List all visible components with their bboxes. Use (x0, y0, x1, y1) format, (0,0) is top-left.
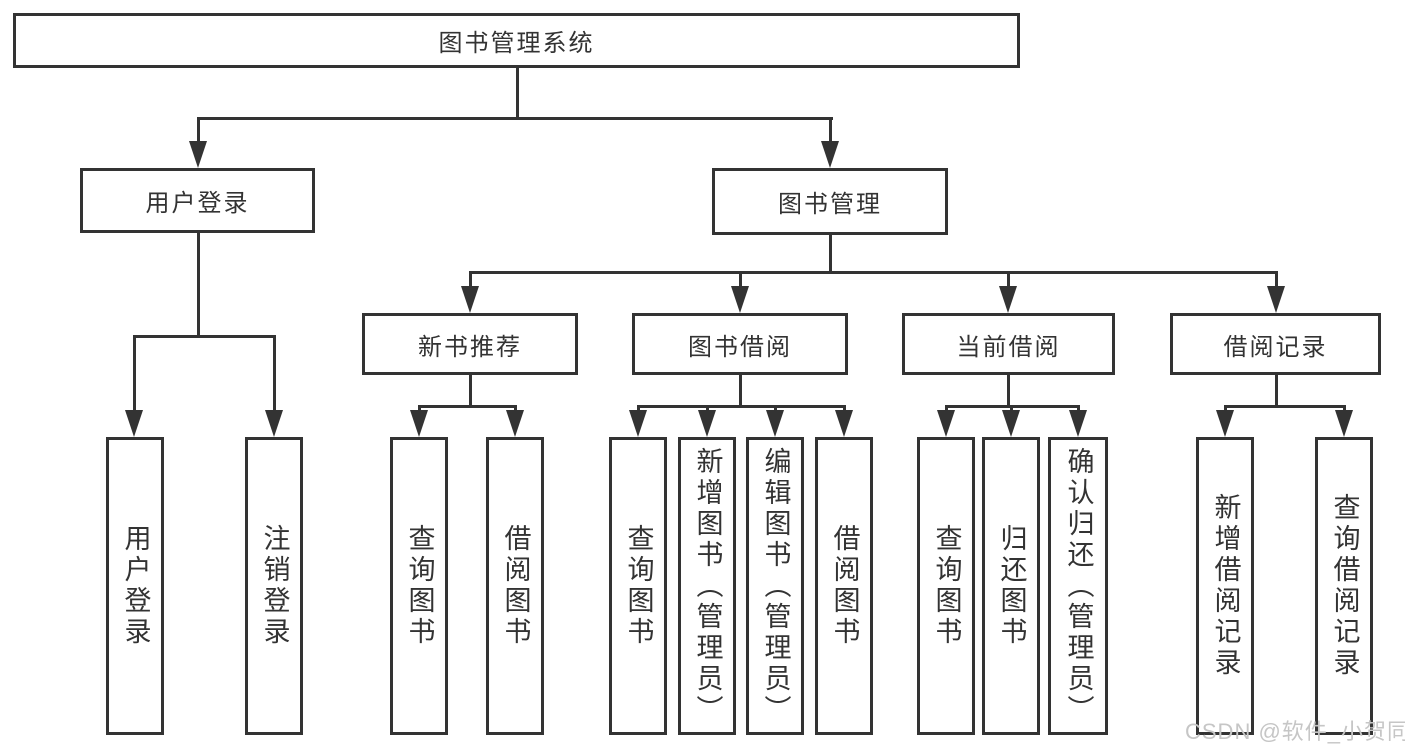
connector-line (133, 335, 276, 338)
arrow-down-icon (189, 141, 207, 168)
watermark: CSDN @软件_小贺同学 (1185, 719, 1405, 744)
arrow-down-icon (1335, 410, 1353, 437)
leaf-current-confirm-return-admin-label: 确认归还（管理员） (1063, 446, 1094, 726)
connector-line (829, 119, 832, 145)
connector-line (829, 234, 832, 274)
node-book-borrow: 图书借阅 (632, 313, 848, 375)
leaf-recommend-query-books: 查询图书 (390, 437, 448, 735)
arrow-down-icon (1002, 410, 1020, 437)
arrow-down-icon (835, 410, 853, 437)
connector-line (469, 271, 1278, 274)
leaf-current-confirm-return-admin: 确认归还（管理员） (1048, 437, 1108, 735)
node-user-login: 用户登录 (80, 168, 315, 233)
node-book-management: 图书管理 (712, 168, 948, 235)
arrow-down-icon (937, 410, 955, 437)
node-current-borrow-label: 当前借阅 (956, 333, 1061, 361)
leaf-borrow-add-books-admin-label: 新增图书（管理员） (692, 446, 723, 726)
leaf-borrow-add-books-admin: 新增图书（管理员） (678, 437, 736, 735)
leaf-logout: 注销登录 (245, 437, 303, 735)
arrow-down-icon (629, 410, 647, 437)
connector-line (1007, 273, 1010, 289)
node-new-book-recommend: 新书推荐 (362, 313, 578, 375)
leaf-current-query-books: 查询图书 (917, 437, 975, 735)
leaf-current-return-books: 归还图书 (982, 437, 1040, 735)
connector-line (273, 337, 276, 414)
leaf-record-query-label: 查询借阅记录 (1329, 493, 1360, 679)
arrow-down-icon (1069, 410, 1087, 437)
node-root-label: 图书管理系统 (438, 30, 595, 57)
connector-line (197, 117, 833, 120)
connector-line (1275, 374, 1278, 407)
leaf-borrow-query-books-label: 查询图书 (623, 524, 654, 648)
arrow-down-icon (1216, 410, 1234, 437)
arrow-down-icon (410, 410, 428, 437)
node-borrow-record: 借阅记录 (1170, 313, 1381, 375)
connector-line (739, 374, 742, 407)
node-new-book-recommend-label: 新书推荐 (418, 333, 522, 361)
leaf-record-add: 新增借阅记录 (1196, 437, 1254, 735)
leaf-recommend-borrow-books-label: 借阅图书 (500, 524, 531, 648)
arrow-down-icon (265, 410, 283, 437)
connector-line (1007, 374, 1010, 407)
connector-line (516, 67, 519, 119)
node-borrow-record-label: 借阅记录 (1223, 333, 1328, 361)
leaf-current-return-books-label: 归还图书 (996, 524, 1027, 648)
arrow-down-icon (461, 286, 479, 313)
connector-line (133, 337, 136, 414)
leaf-borrow-borrow-books: 借阅图书 (815, 437, 873, 735)
connector-line (469, 273, 472, 289)
leaf-current-query-books-label: 查询图书 (931, 524, 962, 648)
arrow-down-icon (1267, 286, 1285, 313)
connector-line (197, 231, 200, 338)
connector-line (1275, 273, 1278, 289)
leaf-user-login: 用户登录 (106, 437, 164, 735)
leaf-record-query: 查询借阅记录 (1315, 437, 1373, 735)
arrow-down-icon (125, 410, 143, 437)
leaf-borrow-edit-books-admin-label: 编辑图书（管理员） (760, 446, 791, 726)
connector-line (1224, 405, 1346, 408)
leaf-recommend-query-books-label: 查询图书 (404, 524, 435, 648)
node-book-management-label: 图书管理 (778, 191, 882, 218)
arrow-down-icon (731, 286, 749, 313)
leaf-record-add-label: 新增借阅记录 (1210, 493, 1241, 679)
connector-line (637, 405, 846, 408)
connector-line (469, 374, 472, 407)
leaf-recommend-borrow-books: 借阅图书 (486, 437, 544, 735)
arrow-down-icon (766, 410, 784, 437)
arrow-down-icon (698, 410, 716, 437)
arrow-down-icon (821, 141, 839, 168)
leaf-user-login-label: 用户登录 (120, 524, 151, 648)
node-current-borrow: 当前借阅 (902, 313, 1115, 375)
arrow-down-icon (999, 286, 1017, 313)
node-user-login-label: 用户登录 (145, 190, 250, 217)
leaf-borrow-borrow-books-label: 借阅图书 (829, 524, 860, 648)
connector-line (739, 273, 742, 289)
node-root: 图书管理系统 (13, 13, 1020, 68)
connector-line (418, 405, 517, 408)
leaf-borrow-edit-books-admin: 编辑图书（管理员） (746, 437, 804, 735)
connector-line (197, 119, 200, 145)
leaf-logout-label: 注销登录 (259, 524, 290, 648)
connector-line (945, 405, 1080, 408)
leaf-borrow-query-books: 查询图书 (609, 437, 667, 735)
node-book-borrow-label: 图书借阅 (688, 333, 792, 361)
arrow-down-icon (506, 410, 524, 437)
